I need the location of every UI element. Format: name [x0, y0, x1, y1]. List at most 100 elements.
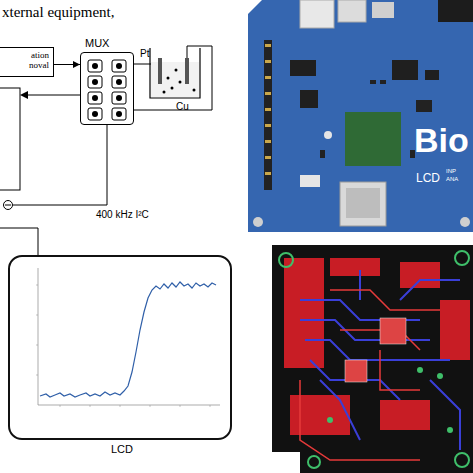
drawing-part [116, 95, 122, 101]
mux-contacts [88, 60, 126, 120]
drawing-part [437, 373, 443, 379]
drawing-part [112, 108, 126, 120]
board-text: INP [446, 168, 456, 175]
drawing-part [300, 270, 460, 450]
drawing-part [36, 315, 38, 316]
drawing-part [370, 80, 376, 84]
mux-dots [92, 63, 122, 117]
drawing-part [345, 360, 367, 382]
drawing-part [265, 44, 271, 47]
drawing-part [92, 79, 98, 85]
drawing-part [92, 111, 98, 117]
drawing-part [300, 0, 334, 28]
drawing-part [380, 350, 420, 390]
drawing-part [392, 60, 418, 80]
node-text: ation noval [19, 50, 49, 71]
drawing-part [92, 95, 98, 101]
drawing-part [163, 91, 166, 94]
drawing-part [327, 417, 333, 423]
drawing-part [265, 92, 271, 95]
terminal [4, 201, 13, 210]
drawing-part [60, 405, 61, 407]
drawing-part [253, 217, 263, 227]
signal-label: 400 kHz I²C [96, 209, 149, 220]
drawing-part [447, 427, 453, 433]
drawing-part [300, 380, 420, 460]
drawing-part [372, 2, 394, 18]
board-logo: LCD [416, 172, 440, 185]
drawing-part [150, 48, 200, 98]
drawing-part [88, 60, 102, 72]
drawing-part [416, 100, 432, 112]
drawing-part [300, 290, 440, 460]
electrode-label: Cu [176, 101, 189, 112]
drawing-part [150, 405, 151, 407]
drawing-part [171, 87, 174, 90]
electrode-label: Pt [140, 48, 149, 59]
pcb-layout [272, 245, 473, 473]
arrow-connector [54, 64, 80, 65]
drawing-part [340, 182, 386, 226]
drawing-part [440, 300, 470, 360]
mux-box: MUX [80, 52, 134, 125]
wire [26, 95, 80, 96]
drawing-part [185, 58, 189, 84]
drawing-part [300, 90, 318, 108]
drawing-part [359, 270, 361, 300]
drawing-part [324, 131, 332, 139]
drawing-part [167, 77, 170, 80]
node-text: LCD [111, 443, 133, 456]
drawing-part [265, 44, 271, 175]
drawing-part [112, 60, 126, 72]
arrowhead [20, 91, 28, 99]
wire [0, 228, 38, 255]
drawing-part [272, 245, 473, 473]
drawing-part [425, 70, 439, 80]
drawing-part [338, 0, 366, 22]
drawing-part [248, 0, 473, 232]
drawing-part [112, 92, 126, 104]
beaker [150, 48, 200, 98]
drawing-part [90, 405, 91, 407]
drawing-part [264, 40, 272, 190]
drawing-part [310, 360, 400, 400]
drawing-part [92, 63, 98, 69]
cut-box [0, 88, 20, 190]
drawing-part [265, 156, 271, 159]
drawing-part [438, 0, 473, 22]
drawing-part [265, 60, 271, 63]
board-render [248, 0, 473, 232]
wire [13, 125, 107, 205]
wire [134, 46, 212, 110]
drawing-part [330, 258, 380, 276]
drawing-part [40, 282, 216, 397]
drawing-part [300, 175, 320, 187]
drawing-part [36, 375, 38, 376]
drawing-part [112, 76, 126, 88]
lcd-panel: LCD [8, 255, 232, 440]
drawing-part [279, 251, 469, 468]
drawing-part [36, 285, 210, 407]
drawing-part [116, 79, 122, 85]
board-text: ANA [446, 176, 458, 183]
drawing-part [175, 69, 178, 72]
drawing-part [330, 290, 440, 310]
drawing-part [346, 188, 380, 218]
drawing-part [345, 112, 401, 166]
drawing-part [88, 76, 102, 88]
drawing-part [455, 251, 469, 265]
terminal-sign [5, 205, 11, 206]
drawing-part [265, 76, 271, 79]
drawing-part [265, 124, 271, 127]
drawing-part [180, 405, 181, 407]
drawing-part [116, 111, 122, 117]
drawing-part [193, 89, 196, 92]
drawing-part [417, 367, 423, 373]
drawing-part [265, 140, 271, 143]
process-box: ation noval [0, 47, 54, 77]
node-text: MUX [85, 37, 109, 50]
drawing-part [460, 217, 470, 227]
drawing-part [430, 380, 460, 450]
